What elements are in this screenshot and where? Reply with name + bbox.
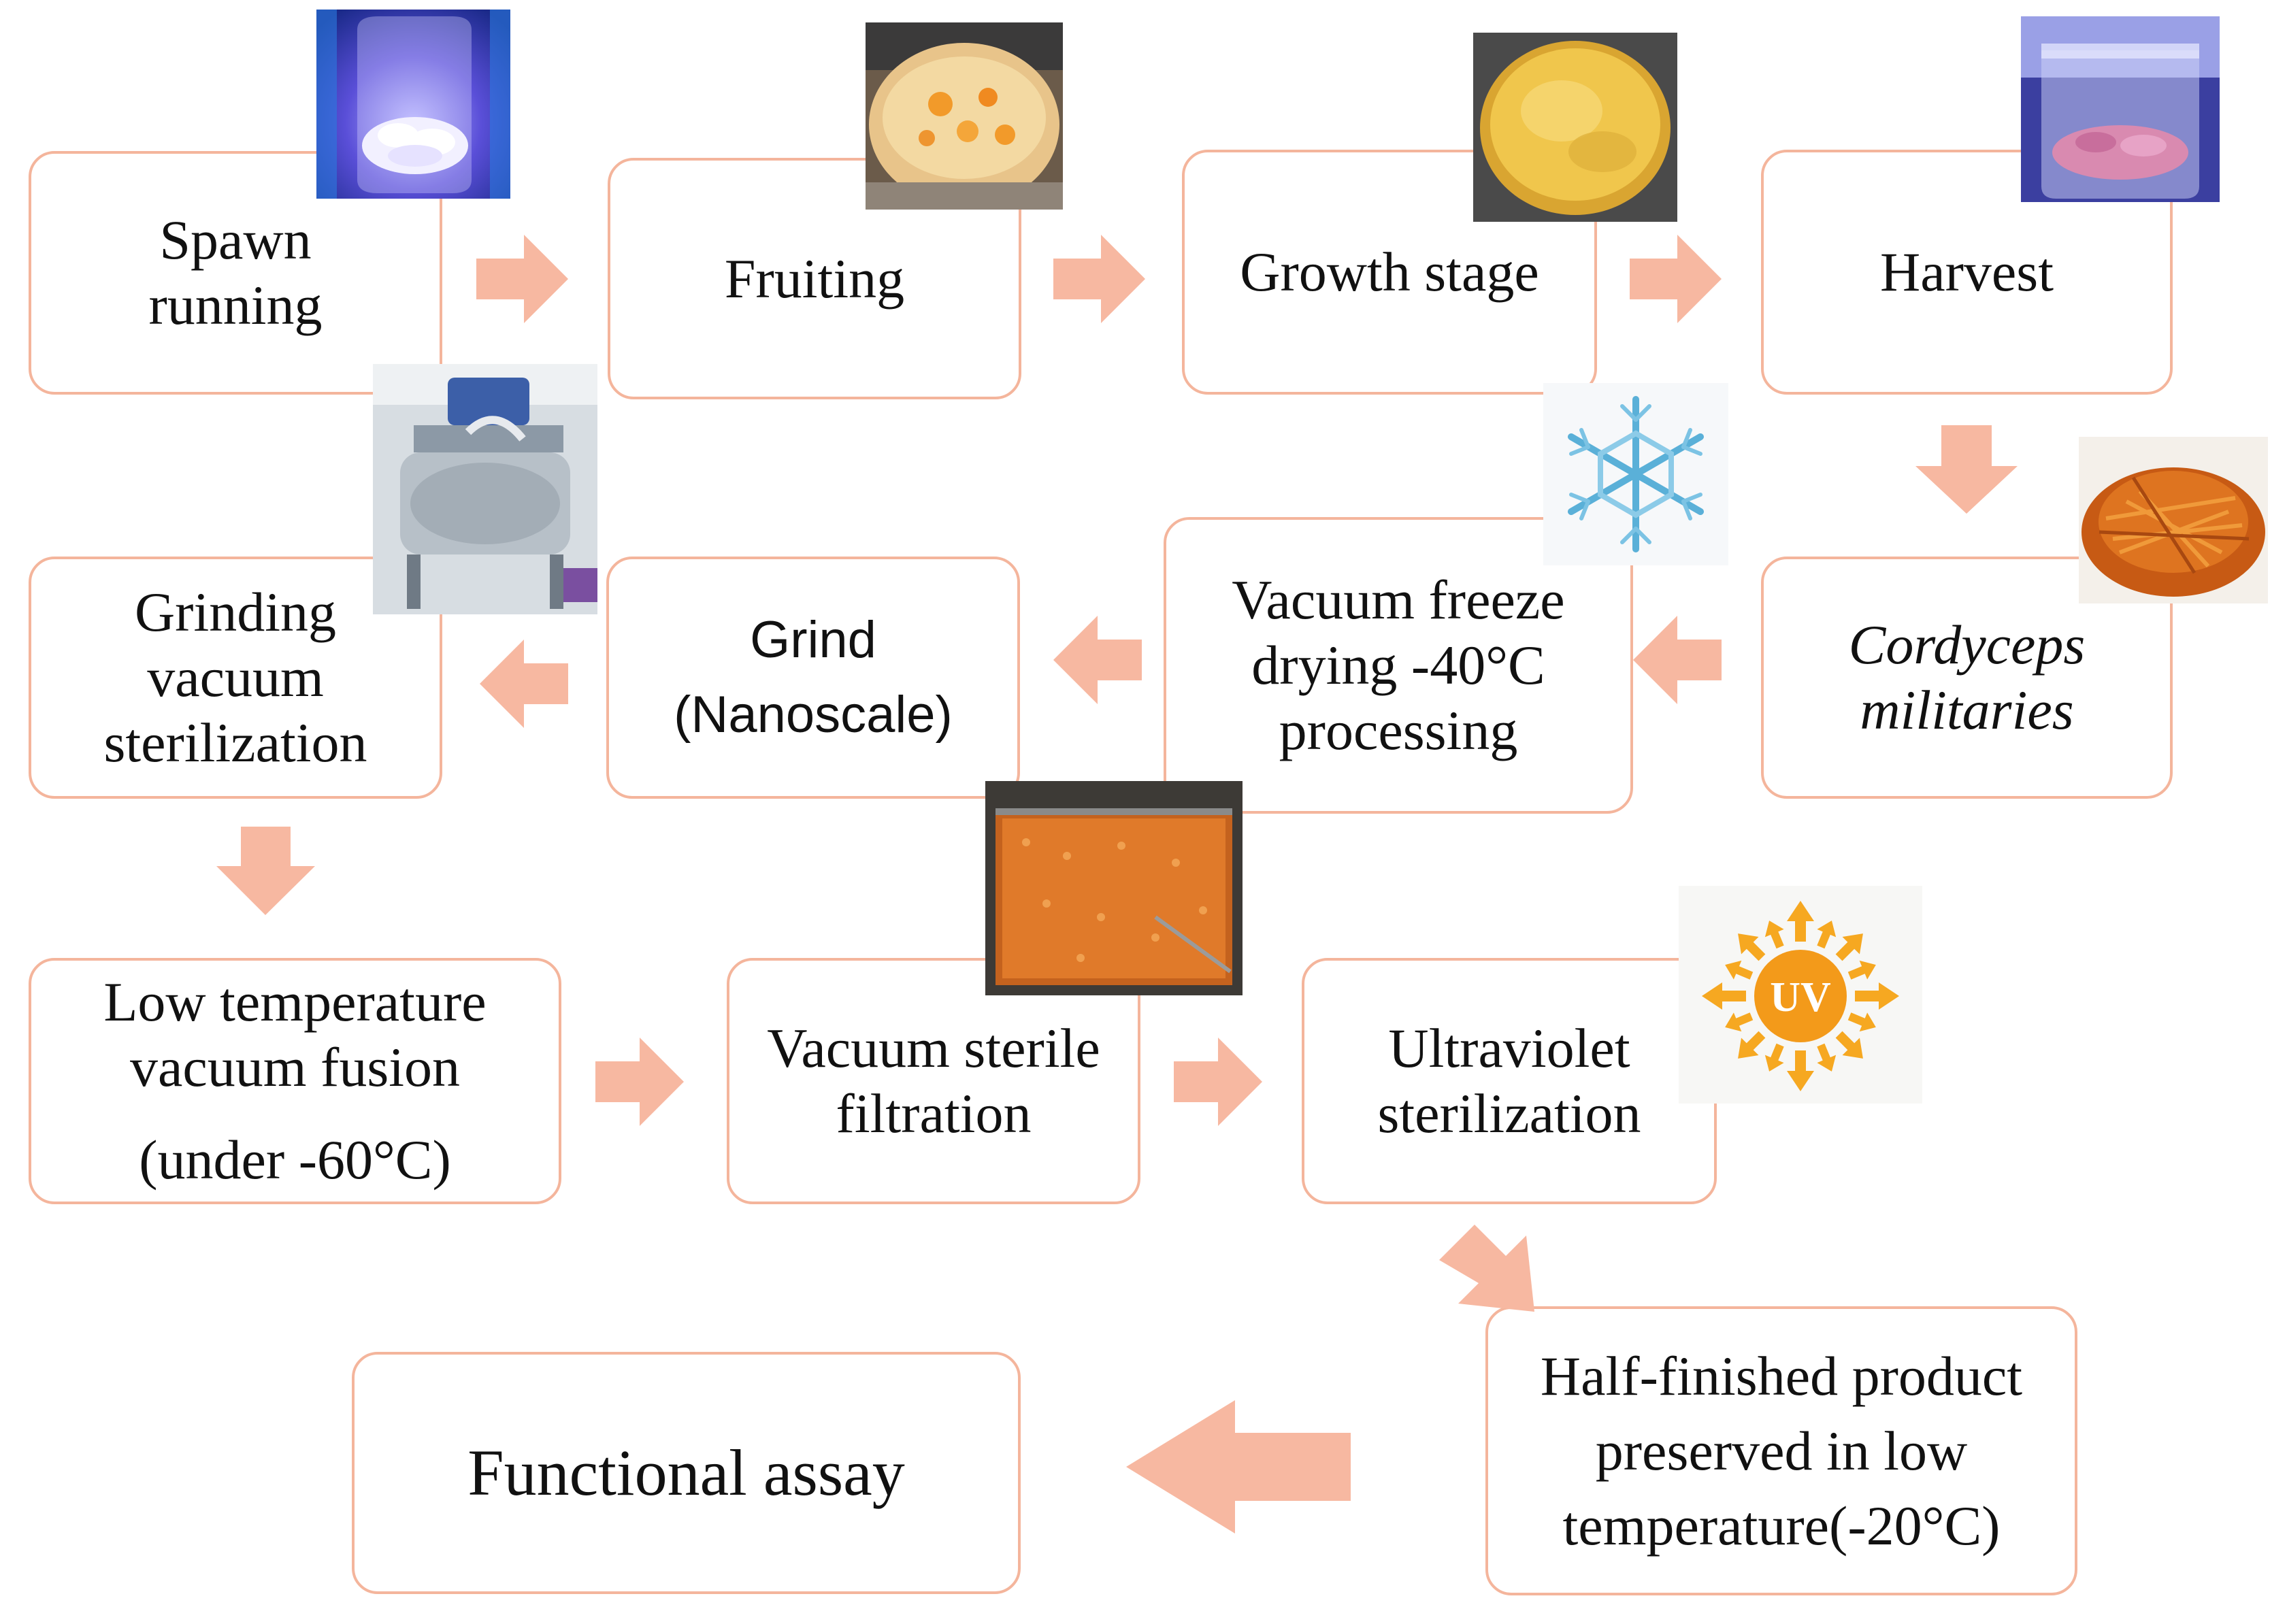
step-text: Ultraviolet [1388, 1017, 1630, 1079]
step-functional-assay: Functional assay [352, 1352, 1021, 1594]
step-text: Grind [750, 611, 876, 669]
arrow-right-icon [1630, 235, 1722, 323]
step-grind-nanoscale: Grind (Nanoscale) [606, 557, 1020, 799]
step-text: militaries [1860, 679, 2074, 741]
arrow-left-icon [480, 640, 568, 728]
step-text: Functional assay [467, 1436, 905, 1509]
arrow-right-icon [476, 235, 568, 323]
arrow-down-icon [216, 827, 315, 915]
step-text: Vacuum freeze [1232, 569, 1565, 631]
arrow-down-icon [1915, 425, 2018, 514]
arrow-diagonal-icon [1439, 1225, 1534, 1312]
step-vacuum-freeze-drying: Vacuum freeze drying -40°C processing [1164, 517, 1633, 814]
step-text: Low temperature [103, 971, 487, 1033]
step-text: Grinding [134, 581, 337, 643]
step-text: preserved in low [1595, 1419, 1968, 1482]
step-text: vacuum [147, 646, 324, 708]
step-growth-stage: Growth stage [1182, 150, 1597, 395]
step-text: Vacuum sterile [767, 1017, 1100, 1079]
spawn-jar-photo [316, 10, 510, 199]
arrow-left-icon [1633, 616, 1722, 704]
step-text: Fruiting [724, 247, 905, 310]
step-text: Growth stage [1240, 241, 1539, 303]
step-text: sterilization [103, 712, 367, 774]
step-grinding-vacuum-sterilization: Grinding vacuum sterilization [29, 557, 442, 799]
fruiting-bowl-photo [866, 22, 1063, 210]
step-vacuum-sterile-filtration: Vacuum sterile filtration [727, 958, 1140, 1204]
arrow-right-icon [595, 1038, 684, 1126]
harvest-jar-photo [2021, 16, 2220, 202]
step-text: Half-finished product [1540, 1344, 2023, 1407]
uv-label: UV [1770, 974, 1831, 1021]
step-text: running [148, 274, 323, 336]
step-text: filtration [836, 1082, 1032, 1144]
step-text: Harvest [1879, 241, 2054, 303]
step-ultraviolet-sterilization: Ultraviolet sterilization [1302, 958, 1717, 1204]
arrow-right-icon [1174, 1038, 1262, 1126]
uv-sun-icon: UV [1679, 886, 1922, 1104]
arrow-left-icon [1126, 1400, 1351, 1534]
step-text: Cordyceps [1848, 614, 2086, 676]
step-half-finished-product: Half-finished product preserved in low t… [1485, 1306, 2077, 1595]
step-text: Spawn [159, 209, 312, 271]
step-low-temperature-vacuum-fusion: Low temperature vacuum fusion (under -60… [29, 958, 561, 1204]
grinding-machine-photo [373, 364, 597, 614]
step-text: drying -40°C [1251, 634, 1545, 696]
step-text: processing [1279, 699, 1518, 761]
growth-plate-photo [1473, 33, 1677, 222]
filtration-tray-photo [985, 781, 1243, 995]
arrow-left-icon [1053, 616, 1142, 704]
step-text: vacuum fusion [129, 1036, 461, 1098]
arrow-right-icon [1053, 235, 1145, 323]
step-text: (under -60°C) [139, 1129, 451, 1191]
step-text: (Nanoscale) [674, 686, 953, 744]
step-text: temperature(-20°C) [1562, 1494, 2001, 1557]
step-text: sterilization [1377, 1082, 1641, 1144]
snowflake-icon [1543, 383, 1728, 565]
cordyceps-photo [2079, 437, 2268, 603]
